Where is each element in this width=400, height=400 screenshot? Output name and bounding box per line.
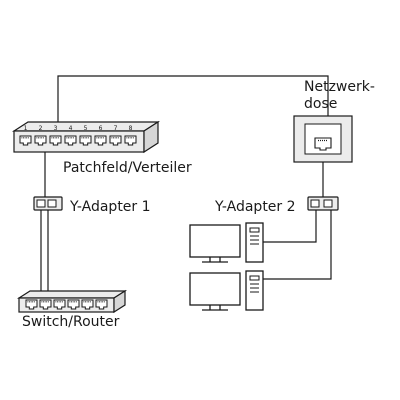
switch-router [16,289,128,314]
switch-ports [25,299,108,310]
wall-socket [293,115,353,163]
cable-yadapter2-to-pc2 [263,210,332,280]
y-adapter-1 [33,196,63,211]
wall-socket-label-line1: Netzwerk- [304,79,375,95]
patch-panel-port [19,135,32,146]
pc-tower-icon [245,222,264,263]
port-number-label: 2 [39,125,43,132]
port-number-label: 8 [129,125,133,132]
patch-panel-port [49,135,62,146]
switch-side-face [113,289,126,314]
port-number-label: 7 [114,125,118,132]
y-adapter-1-port-a [36,199,46,208]
port-number-label: 3 [54,125,58,132]
switch-port [95,299,108,310]
patch-panel-ports [19,135,137,146]
y-adapter-2-label: Y-Adapter 2 [214,199,296,215]
patch-panel-port [94,135,107,146]
patch-panel-port-numbers: 1 2 3 4 5 6 7 8 [24,125,133,132]
pc-2 [189,270,264,311]
switch-top-face [16,290,128,299]
y-adapter-2-port-b [323,199,333,208]
y-adapter-2-port-a [310,199,320,208]
port-number-label: 6 [99,125,103,132]
cables [40,75,332,298]
switch-port [53,299,66,310]
monitor-icon [189,272,241,311]
wall-socket-port [314,137,332,151]
switch-router-label: Switch/Router [22,314,120,330]
patch-panel-port [79,135,92,146]
switch-port [67,299,80,310]
patch-panel-label: Patchfeld/Verteiler [63,160,192,176]
wall-socket-label-line2: dose [304,96,337,112]
switch-port [25,299,38,310]
cable-yadapter2-to-pc1 [263,210,317,243]
y-adapter-2 [307,196,339,211]
patch-panel-port [64,135,77,146]
y-adapter-1-port-b [47,199,57,208]
port-number-label: 1 [24,125,28,132]
patch-panel-port [124,135,137,146]
monitor-icon [189,224,241,263]
patch-panel-port [34,135,47,146]
port-number-label: 4 [69,125,73,132]
y-adapter-1-label: Y-Adapter 1 [69,199,151,215]
patch-panel-side-face [143,120,159,154]
patch-panel: 1 2 3 4 5 6 7 8 [11,120,161,154]
cable-patchpanel-to-wallsocket [57,75,329,122]
pc-tower-icon [245,270,264,311]
switch-port [39,299,52,310]
port-number-label: 5 [84,125,88,132]
patch-panel-port [109,135,122,146]
pc-1 [189,222,264,263]
switch-port [81,299,94,310]
